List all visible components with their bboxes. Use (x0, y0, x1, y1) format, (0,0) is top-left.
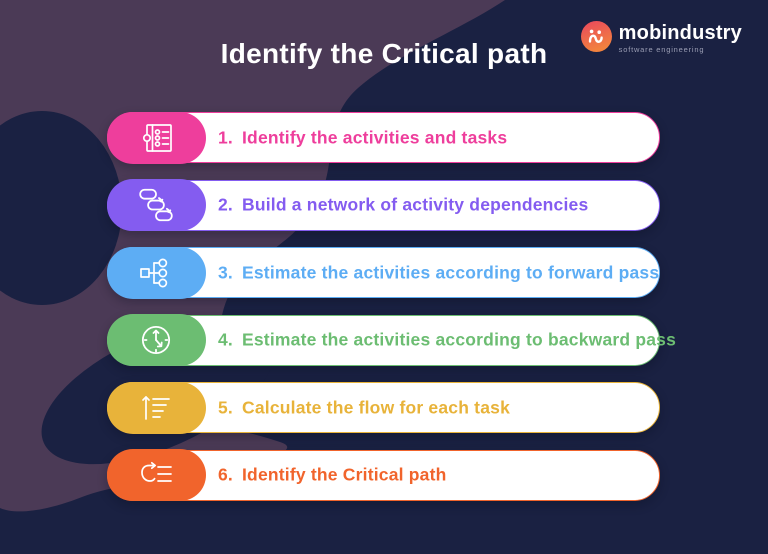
cascade-icon (139, 188, 173, 222)
step-row: 1. Identify the activities and tasks (106, 111, 660, 164)
step-row: 3. Estimate the activities according to … (106, 246, 660, 299)
step-text: 3. Estimate the activities according to … (218, 262, 659, 283)
clock-icon (141, 325, 171, 355)
step-icon-capsule (106, 449, 206, 501)
step-number: 3. (218, 262, 233, 282)
step-label: Identify the activities and tasks (242, 127, 508, 147)
step-label: Estimate the activities according to for… (242, 262, 660, 282)
step-number: 2. (218, 194, 233, 215)
page-title: Identify the Critical path (220, 38, 548, 69)
step-icon-capsule (106, 246, 206, 299)
step-row: 4. Estimate the activities according to … (106, 314, 676, 366)
step-text: 4. Estimate the activities according to … (218, 330, 676, 351)
step-number: 5. (218, 397, 233, 417)
mobindustry-logo: mobindustry software engineering (580, 21, 742, 54)
step-icon-capsule (106, 179, 206, 231)
navy-cutout-shape (0, 111, 122, 305)
step-text: 2. Build a network of activity dependenc… (218, 195, 588, 216)
step-label: Calculate the flow for each task (242, 397, 511, 417)
step-number: 4. (218, 329, 233, 350)
step-text: 6. Identify the Critical path (218, 465, 447, 486)
step-number: 6. (218, 464, 233, 485)
step-row: 6. Identify the Critical path (106, 449, 660, 501)
step-label: Estimate the activities according to bac… (242, 329, 677, 350)
logo-text-block: mobindustry software engineering (619, 21, 742, 54)
step-row: 2. Build a network of activity dependenc… (106, 179, 660, 231)
logo-name: mobindustry (618, 22, 742, 44)
loop-icon (141, 461, 172, 482)
step-label: Build a network of activity dependencies (242, 194, 589, 215)
step-label: Identify the Critical path (242, 464, 447, 485)
step-text: 5. Calculate the flow for each task (218, 397, 510, 418)
mobindustry-logo-icon (580, 21, 612, 52)
logo-tagline: software engineering (618, 45, 705, 54)
step-text: 1. Identify the activities and tasks (218, 127, 507, 148)
tree-icon (140, 258, 168, 287)
step-row: 5. Calculate the flow for each task (106, 381, 660, 434)
sort-icon (142, 395, 170, 420)
list-icon (142, 123, 172, 152)
step-number: 1. (218, 127, 233, 147)
steps-list: 1. Identify the activities and tasks 2. … (106, 111, 676, 501)
step-icon-capsule (106, 381, 206, 434)
step-icon-capsule (106, 111, 206, 164)
step-icon-capsule (106, 314, 206, 366)
